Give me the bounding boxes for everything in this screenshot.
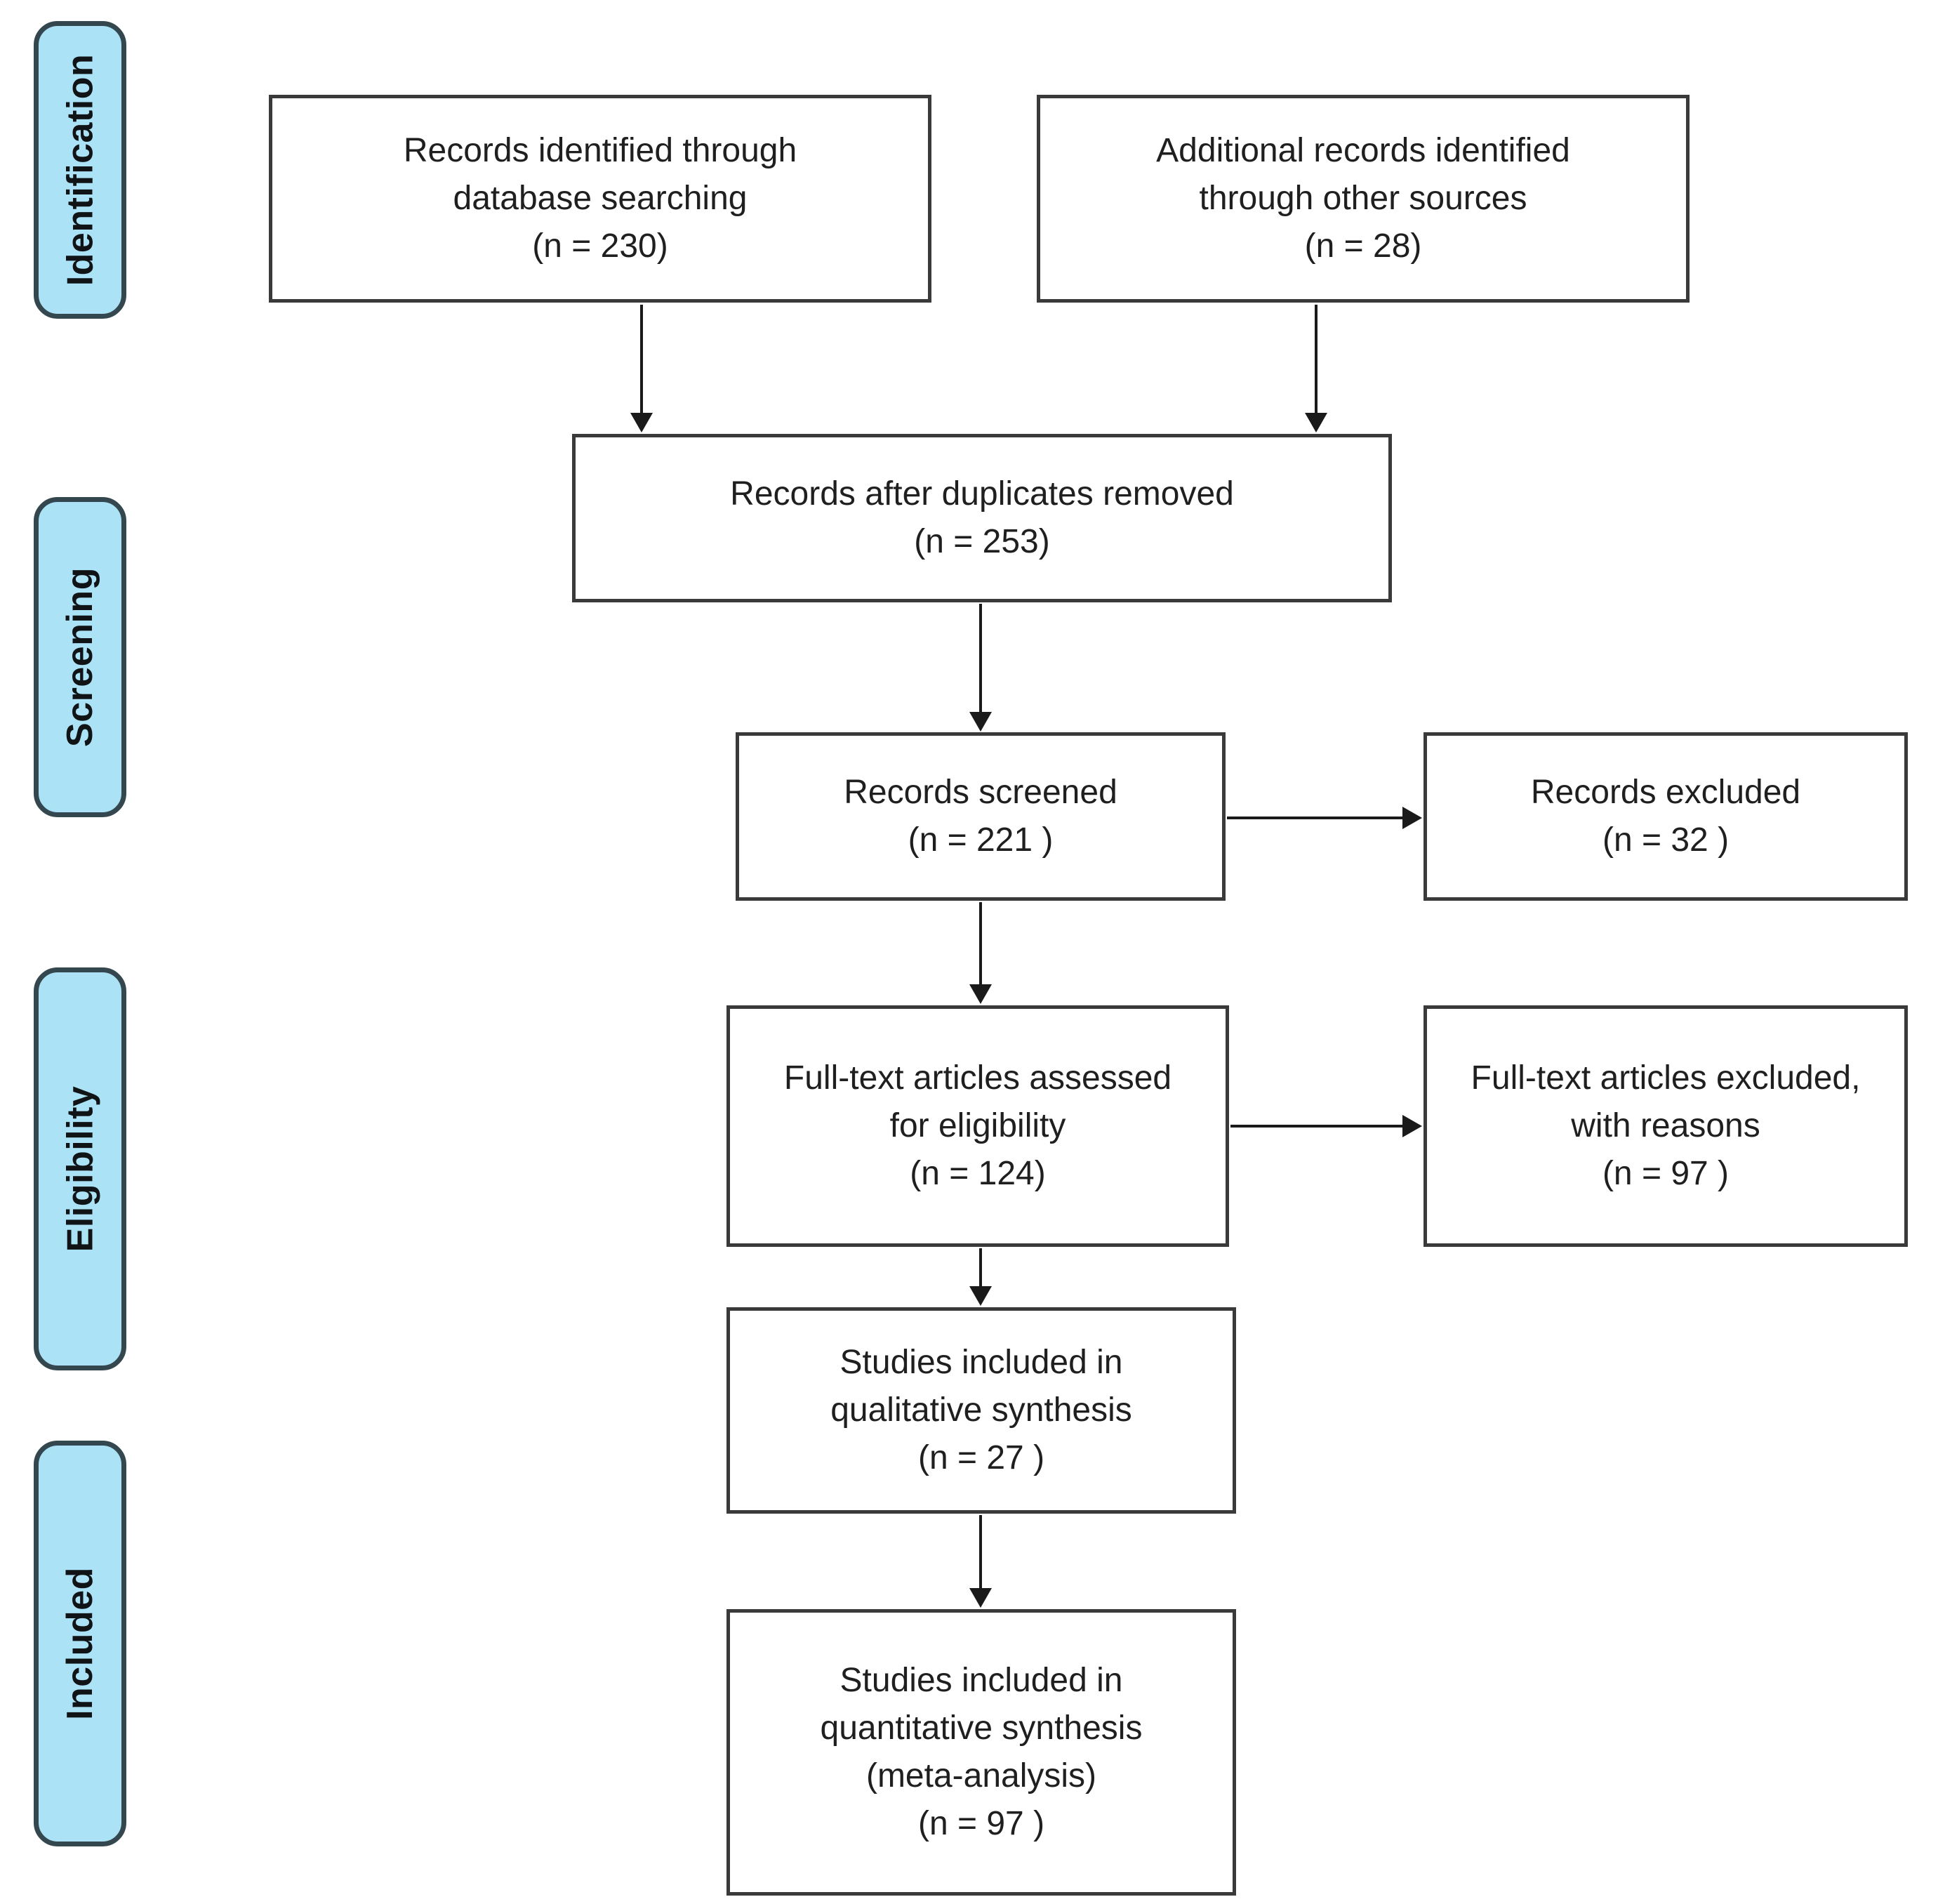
arrow-down-head [969,712,992,732]
box-additional-records-text: Additional records identified through ot… [1156,132,1570,265]
arrow-line [979,604,982,715]
arrow-additional-to-duplicates [1303,305,1329,432]
arrow-down-head [969,984,992,1004]
arrow-line [1230,1125,1405,1128]
arrow-down-head [1305,413,1327,432]
arrow-line [1227,817,1405,819]
arrow-identified-to-duplicates [629,305,654,432]
arrow-down-head [969,1286,992,1306]
box-quantitative-included: Studies included in quantitative synthes… [726,1609,1236,1896]
box-records-excluded-text: Records excluded (n = 32 ) [1530,774,1801,859]
box-qualitative-included-text: Studies included in qualitative synthesi… [830,1344,1132,1476]
stage-label-included: Included [60,1567,101,1720]
box-records-identified: Records identified through database sear… [269,95,931,303]
arrow-right-head [1402,1115,1422,1137]
box-records-identified-text: Records identified through database sear… [403,132,797,265]
box-fulltext-assessed: Full-text articles assessed for eligibil… [726,1005,1229,1247]
arrow-line [979,1248,982,1289]
box-additional-records: Additional records identified through ot… [1037,95,1690,303]
box-after-duplicates-text: Records after duplicates removed (n = 25… [730,475,1234,560]
arrow-screened-to-excluded [1227,805,1422,831]
box-fulltext-excluded: Full-text articles excluded, with reason… [1423,1005,1908,1247]
arrow-line [979,902,982,987]
box-quantitative-included-text: Studies included in quantitative synthes… [820,1662,1143,1842]
stage-tab-identification: Identification [34,21,126,319]
arrow-down-head [969,1588,992,1608]
stage-tab-eligibility: Eligibility [34,967,126,1370]
box-after-duplicates: Records after duplicates removed (n = 25… [572,434,1392,602]
stage-tab-screening: Screening [34,497,126,817]
arrow-duplicates-to-screened [968,604,993,732]
box-records-screened-text: Records screened (n = 221 ) [844,774,1117,859]
arrow-line [640,305,643,416]
stage-label-eligibility: Eligibility [60,1085,101,1252]
box-records-excluded: Records excluded (n = 32 ) [1423,732,1908,901]
arrow-line [979,1515,982,1591]
stage-label-identification: Identification [60,53,100,286]
stage-label-screening: Screening [60,567,101,747]
stage-tab-included: Included [34,1441,126,1846]
arrow-fulltext-to-qualitative [968,1248,993,1306]
arrow-fulltext-to-ftexcluded [1230,1113,1422,1139]
arrow-down-head [630,413,653,432]
box-qualitative-included: Studies included in qualitative synthesi… [726,1307,1236,1514]
arrow-line [1315,305,1318,416]
arrow-qualitative-to-quantitative [968,1515,993,1608]
arrow-right-head [1402,807,1422,829]
box-fulltext-assessed-text: Full-text articles assessed for eligibil… [783,1059,1172,1192]
box-fulltext-excluded-text: Full-text articles excluded, with reason… [1471,1059,1861,1192]
arrow-screened-to-fulltext [968,902,993,1004]
box-records-screened: Records screened (n = 221 ) [736,732,1226,901]
